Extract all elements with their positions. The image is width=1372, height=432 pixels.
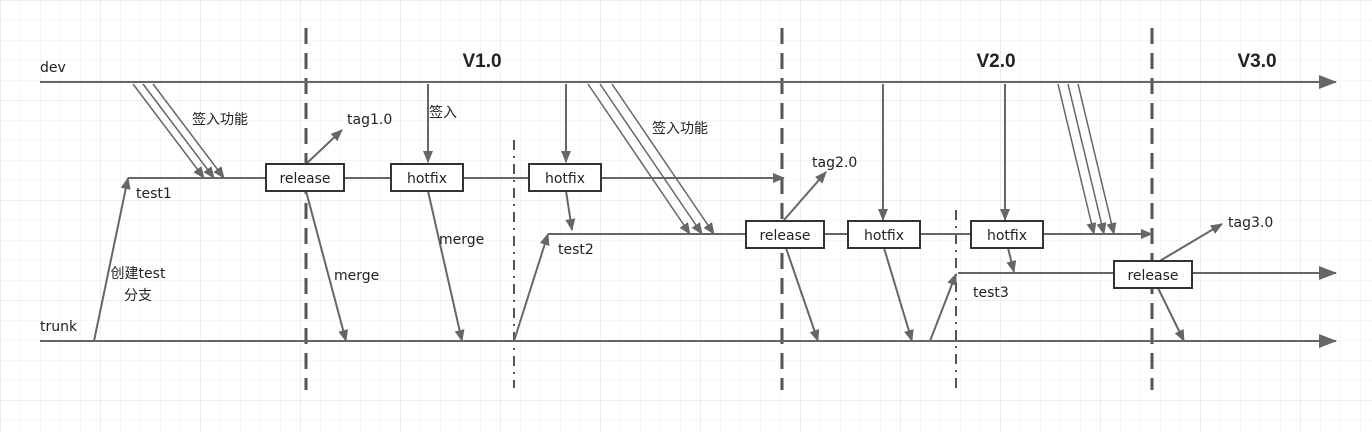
release-box-label: release (759, 228, 810, 244)
checkin-arrow (132, 83, 205, 179)
hotfix-box-3: hotfix (847, 220, 921, 249)
release-box-label: release (1127, 268, 1178, 284)
test1-label: test1 (136, 186, 172, 202)
checkin-arrow (611, 83, 715, 235)
release-box-label: release (279, 171, 330, 187)
create-branch-label-line2: 分支 (124, 288, 152, 304)
version-label-v1: V1.0 (462, 51, 501, 72)
checkin-label: 签入 (429, 104, 457, 121)
merge-arrow (883, 247, 914, 342)
tag1-arrow (305, 129, 343, 165)
merge-arrow (1157, 287, 1185, 342)
hotfix-box-label: hotfix (864, 228, 904, 244)
release-box-1: release (265, 163, 345, 192)
tag2-arrow (783, 171, 827, 221)
hotfix-box-label: hotfix (407, 171, 447, 187)
tag2-label: tag2.0 (812, 155, 857, 171)
tag1-label: tag1.0 (347, 112, 392, 128)
checkin-arrow (1067, 83, 1107, 235)
create-branch-label-line1: 创建test (111, 266, 166, 282)
version-label-v2: V2.0 (976, 51, 1015, 72)
checkin-feature-label: 签入功能 (192, 111, 248, 128)
trunk-label: trunk (40, 319, 78, 335)
hotfix-box-1: hotfix (390, 163, 464, 192)
merge-label: merge (334, 268, 379, 284)
hotfix-box-label: hotfix (545, 171, 585, 187)
create-test2-arrow (513, 233, 550, 342)
merge-label: merge (439, 232, 484, 248)
tag3-label: tag3.0 (1228, 215, 1273, 231)
merge-arrow (785, 247, 820, 342)
tag3-arrow (1157, 223, 1223, 263)
checkin-arrow (142, 83, 215, 179)
create-test1-arrow (93, 177, 131, 342)
release-box-2: release (745, 220, 825, 249)
test3-label: test3 (973, 285, 1009, 301)
merge-arrow (305, 190, 348, 342)
test2-label: test2 (558, 242, 594, 258)
checkin-arrow (1057, 83, 1097, 235)
merge-arrow (427, 190, 465, 342)
hotfix-box-label: hotfix (987, 228, 1027, 244)
dev-label: dev (40, 60, 66, 76)
checkin-arrow (599, 83, 703, 235)
hotfix-box-4: hotfix (970, 220, 1044, 249)
checkin-feature-label: 签入功能 (652, 120, 708, 137)
hotfix-to-test3-arrow (1006, 247, 1017, 273)
create-test3-arrow (929, 273, 957, 342)
version-label-v3: V3.0 (1237, 51, 1276, 72)
hotfix-to-test2-arrow (565, 190, 576, 231)
release-box-3: release (1113, 260, 1193, 289)
checkin-arrow (587, 83, 691, 235)
checkin-arrow (1077, 83, 1117, 235)
checkin-arrow (152, 83, 225, 179)
hotfix-box-2: hotfix (528, 163, 602, 192)
